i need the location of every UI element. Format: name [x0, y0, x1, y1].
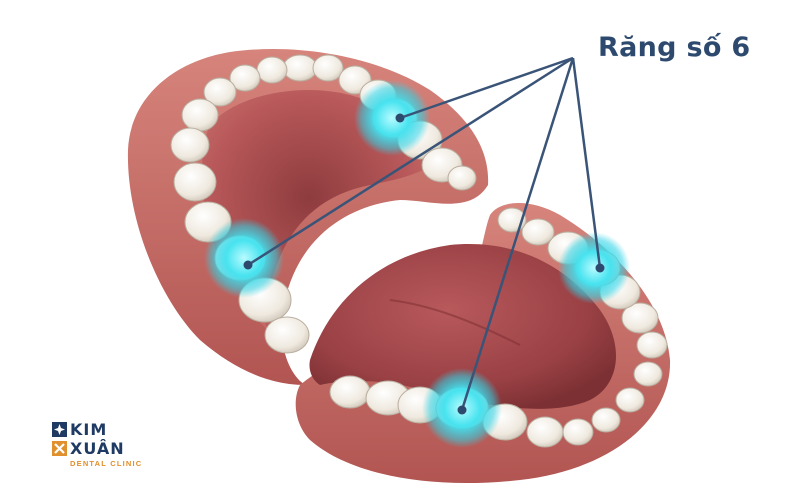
logo-mark-icon-2 [52, 441, 67, 456]
molar-highlight-upper-left [204, 218, 284, 298]
pointer-lines [247, 56, 602, 411]
logo-tagline: DENTAL CLINIC [70, 459, 143, 468]
molar-highlight-lower-right [558, 232, 630, 304]
pointer-dots [243, 113, 605, 415]
annotation-label: Răng số 6 [598, 32, 751, 63]
molar-highlight-upper-right [354, 80, 430, 156]
molar-highlights [204, 80, 630, 448]
logo-line2: XUÂN [70, 439, 125, 458]
tongue [309, 244, 617, 409]
logo-line1: KIM [70, 420, 108, 439]
clinic-logo: KIM XUÂN DENTAL CLINIC [52, 420, 172, 470]
logo-mark-icon [52, 422, 67, 437]
tongue-groove [389, 299, 521, 346]
